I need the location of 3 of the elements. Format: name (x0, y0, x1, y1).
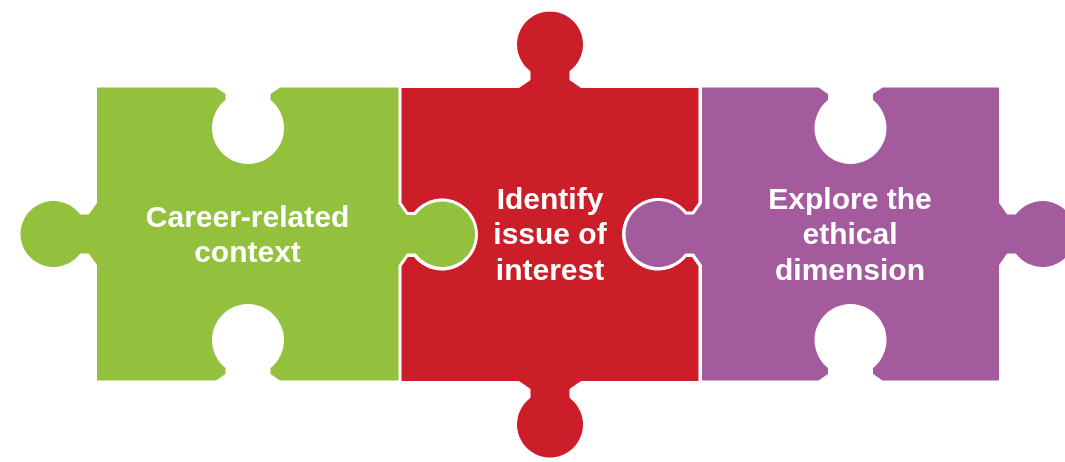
piece-label: Explore the ethical dimension (767, 180, 933, 288)
piece-label: Identify issue of interest (492, 180, 608, 288)
piece-label: Career-related context (144, 198, 351, 270)
